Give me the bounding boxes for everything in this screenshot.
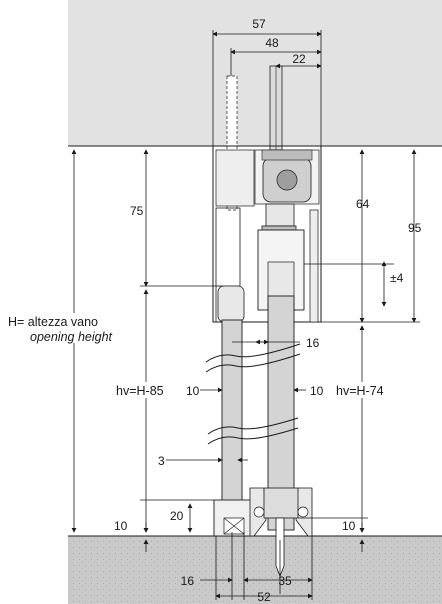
floor-guide-left <box>213 499 253 537</box>
dim-pm4: ±4 <box>390 271 404 285</box>
dim-22: 22 <box>292 52 306 66</box>
dim-35: 35 <box>278 574 292 588</box>
dim-3: 3 <box>158 454 165 468</box>
track-profile <box>212 145 322 323</box>
floor-block <box>68 536 442 604</box>
dim-57: 57 <box>252 17 266 31</box>
dim-95: 95 <box>408 221 422 235</box>
dim-10-bottom-right: 10 <box>342 519 356 533</box>
dim-20: 20 <box>170 509 184 523</box>
dim-10-left: 10 <box>186 384 200 398</box>
label-hv-right: hv=H-74 <box>336 384 384 398</box>
left-door-panel <box>217 285 245 531</box>
dim-64: 64 <box>356 197 370 211</box>
ceiling-block <box>68 0 442 146</box>
dim-75: 75 <box>130 204 144 218</box>
dim-52: 52 <box>257 590 271 604</box>
label-hv-left: hv=H-85 <box>116 384 164 398</box>
dim-16-bottom: 16 <box>181 574 195 588</box>
dim-10-right: 10 <box>310 384 324 398</box>
left-threaded-rod <box>226 75 238 211</box>
hanger-bracket <box>257 203 305 311</box>
label-height-en: opening height <box>30 330 113 344</box>
dim-16-top: 16 <box>306 336 320 350</box>
dim-48: 48 <box>265 36 279 50</box>
label-height-it: H= altezza vano <box>8 315 98 329</box>
break-lines <box>205 343 301 445</box>
floor-guide-right <box>249 487 313 537</box>
dim-10-bottom-left: 10 <box>114 519 128 533</box>
